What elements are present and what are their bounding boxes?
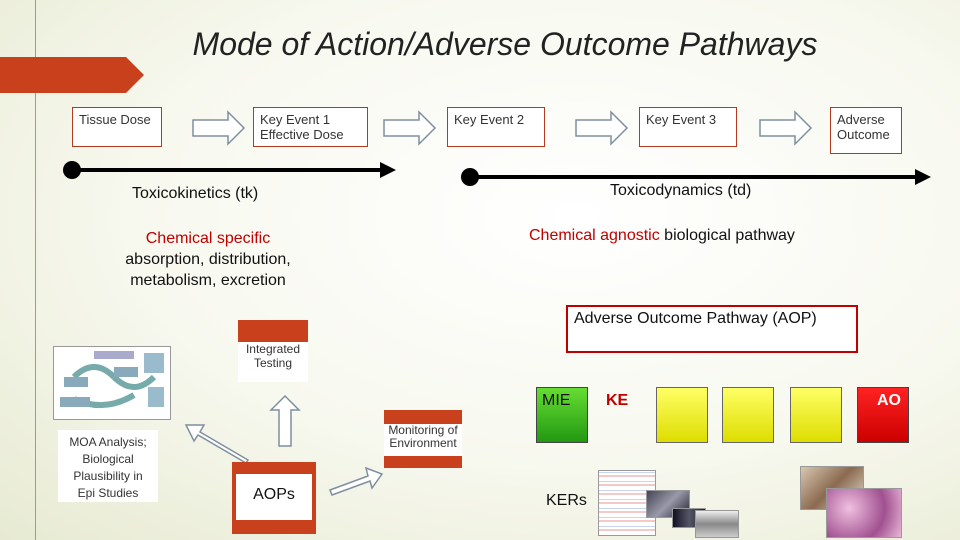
moa-analysis-label: MOA Analysis; Biological Plausibility in… [69, 435, 147, 500]
chemical-agnostic-line: Chemical agnostic biological pathway [529, 227, 795, 245]
ao-cell [857, 387, 909, 443]
ke-cell-2 [656, 387, 708, 443]
event-key-event-2: Key Event 2 [447, 107, 545, 147]
chemical-agnostic-label: Chemical agnostic [529, 227, 660, 244]
arrow-up-right-icon [329, 466, 384, 496]
arrow-right-icon [759, 110, 813, 146]
title-accent-tab [0, 57, 144, 93]
arrow-right-icon [192, 110, 246, 146]
adme-label: absorption, distribution, metabolism, ex… [125, 251, 291, 289]
ke-cell-1 [603, 387, 655, 443]
arrow-right-icon [575, 110, 629, 146]
ke-cell-4 [790, 387, 842, 443]
chemical-specific-label: Chemical specific [145, 230, 271, 247]
event-tissue-dose: Tissue Dose [72, 107, 162, 147]
decorative-line [35, 0, 36, 540]
aops-label: AOPs [253, 486, 295, 503]
lab-equipment-image [695, 510, 739, 538]
moa-analysis-box [58, 430, 158, 502]
mie-label: MIE [542, 392, 571, 409]
mie-cell [536, 387, 588, 443]
monitoring-label: Monitoring of Environment [384, 424, 462, 456]
aops-box-inner [236, 474, 312, 520]
aop-label-box: Adverse Outcome Pathway (AOP) [566, 305, 858, 353]
arrow-right-icon [383, 110, 437, 146]
aop-label: Adverse Outcome Pathway (AOP) [574, 310, 817, 327]
arrow-up-icon [269, 394, 301, 447]
event-key-event-3: Key Event 3 [639, 107, 737, 147]
toxicokinetics-label: Toxicokinetics (tk) [132, 185, 259, 202]
ke-cell-3 [722, 387, 774, 443]
integrated-testing-label: Integrated Testing [238, 342, 308, 382]
event-key-event-1: Key Event 1 Effective Dose [253, 107, 368, 147]
toxicodynamics-label: Toxicodynamics (td) [610, 182, 752, 199]
kers-label: KERs [546, 492, 587, 509]
moa-diagram-image [53, 346, 171, 420]
ke-label: KE [606, 392, 629, 409]
chemical-specific-block: Chemical specific absorption, distributi… [108, 228, 308, 291]
arrow-up-left-icon [184, 424, 250, 465]
page-title: Mode of Action/Adverse Outcome Pathways [192, 26, 818, 62]
event-adverse-outcome: Adverse Outcome [830, 107, 902, 154]
histology-image [826, 488, 902, 538]
process-flow-icon [60, 351, 164, 409]
ao-label: AO [877, 392, 901, 409]
biological-pathway-label: biological pathway [659, 227, 795, 244]
